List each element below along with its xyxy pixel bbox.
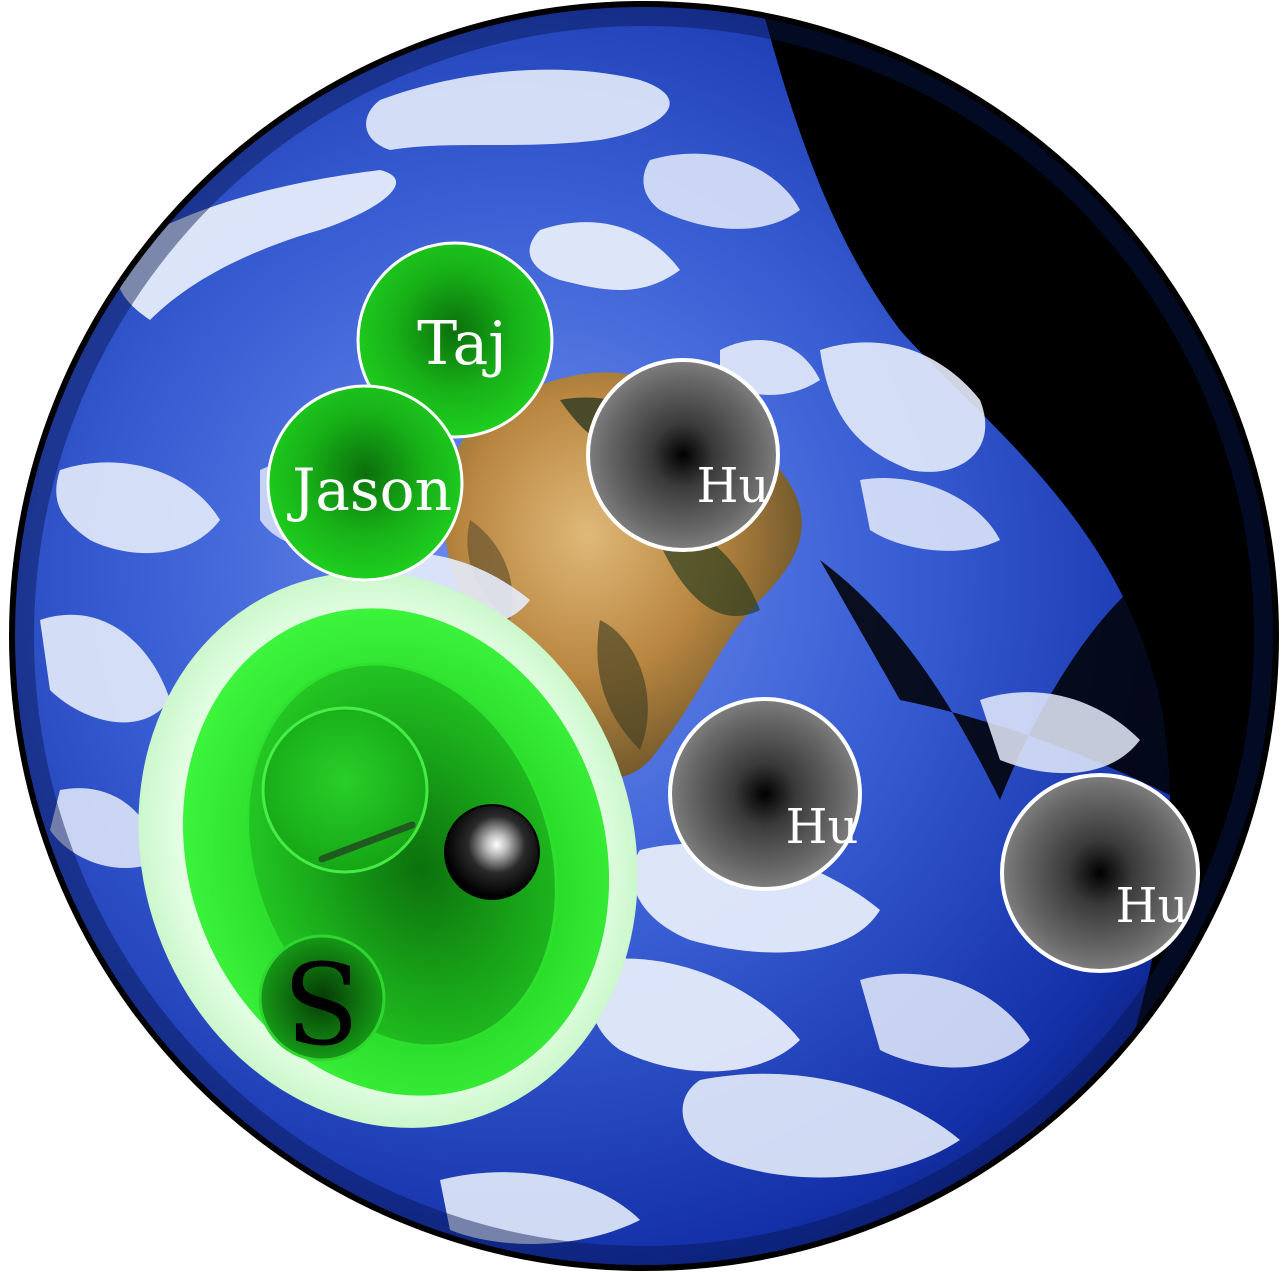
- cell-rod: [318, 821, 416, 863]
- hu-sphere-2: Hu: [668, 697, 862, 891]
- black-pearl-sphere: [444, 804, 540, 900]
- taj-label: Taj: [417, 309, 507, 379]
- s-circle: S: [258, 934, 386, 1065]
- hu-label-1: Hu: [697, 458, 770, 514]
- jason-label: Jason: [287, 456, 452, 524]
- hu-label-2: Hu: [786, 799, 859, 855]
- hu-sphere-1: Hu: [586, 358, 780, 552]
- cloud-layer: [40, 69, 1140, 1244]
- green-cell: S: [138, 572, 638, 1128]
- jason-circle: Jason: [266, 384, 464, 582]
- hu-sphere-3: Hu: [1000, 773, 1200, 973]
- hu-label-3: Hu: [1116, 878, 1189, 934]
- taj-circle: Taj: [356, 241, 554, 439]
- cell-nucleus: [261, 706, 429, 874]
- s-label: S: [284, 935, 361, 1065]
